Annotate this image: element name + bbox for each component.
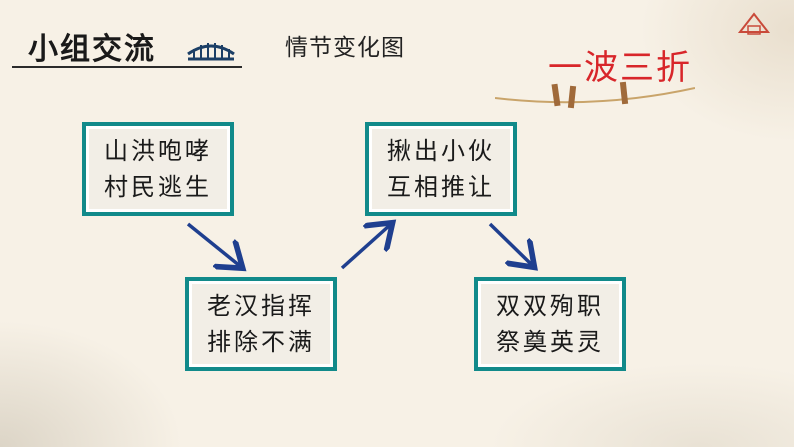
section-title: 小组交流	[28, 32, 156, 67]
plot-node-3-inner: 揪出小伙 互相推让	[372, 129, 510, 209]
diagram-title: 情节变化图	[285, 35, 405, 61]
slogan-text: 一波三折	[548, 48, 692, 88]
plot-node-1-line-1: 山洪咆哮	[104, 137, 212, 165]
plot-node-3-line-2: 互相推让	[387, 173, 495, 201]
plot-node-2-line-2: 排除不满	[207, 328, 315, 356]
arrow-node3-to-node4	[488, 222, 532, 265]
plot-node-4-line-1: 双双殉职	[496, 292, 604, 320]
arrow-node2-to-node3	[340, 225, 390, 270]
plot-node-1-inner: 山洪咆哮 村民逃生	[89, 129, 227, 209]
plot-node-4: 双双殉职 祭奠英灵	[474, 277, 626, 371]
plot-node-3-line-1: 揪出小伙	[387, 137, 495, 165]
plot-node-3: 揪出小伙 互相推让	[365, 122, 517, 216]
title-underline	[12, 66, 242, 68]
arrow-node1-to-node2	[186, 222, 240, 266]
plot-node-1-line-2: 村民逃生	[104, 173, 212, 201]
plot-node-4-line-2: 祭奠英灵	[496, 328, 604, 356]
bridge-icon	[187, 43, 235, 61]
seal-stamp-icon	[737, 12, 771, 35]
plot-node-2: 老汉指挥 排除不满	[185, 277, 337, 371]
plot-node-2-inner: 老汉指挥 排除不满	[192, 284, 330, 364]
rope-with-clothespins	[495, 81, 695, 109]
plot-node-2-line-1: 老汉指挥	[207, 292, 315, 320]
plot-node-4-inner: 双双殉职 祭奠英灵	[481, 284, 619, 364]
plot-node-1: 山洪咆哮 村民逃生	[82, 122, 234, 216]
